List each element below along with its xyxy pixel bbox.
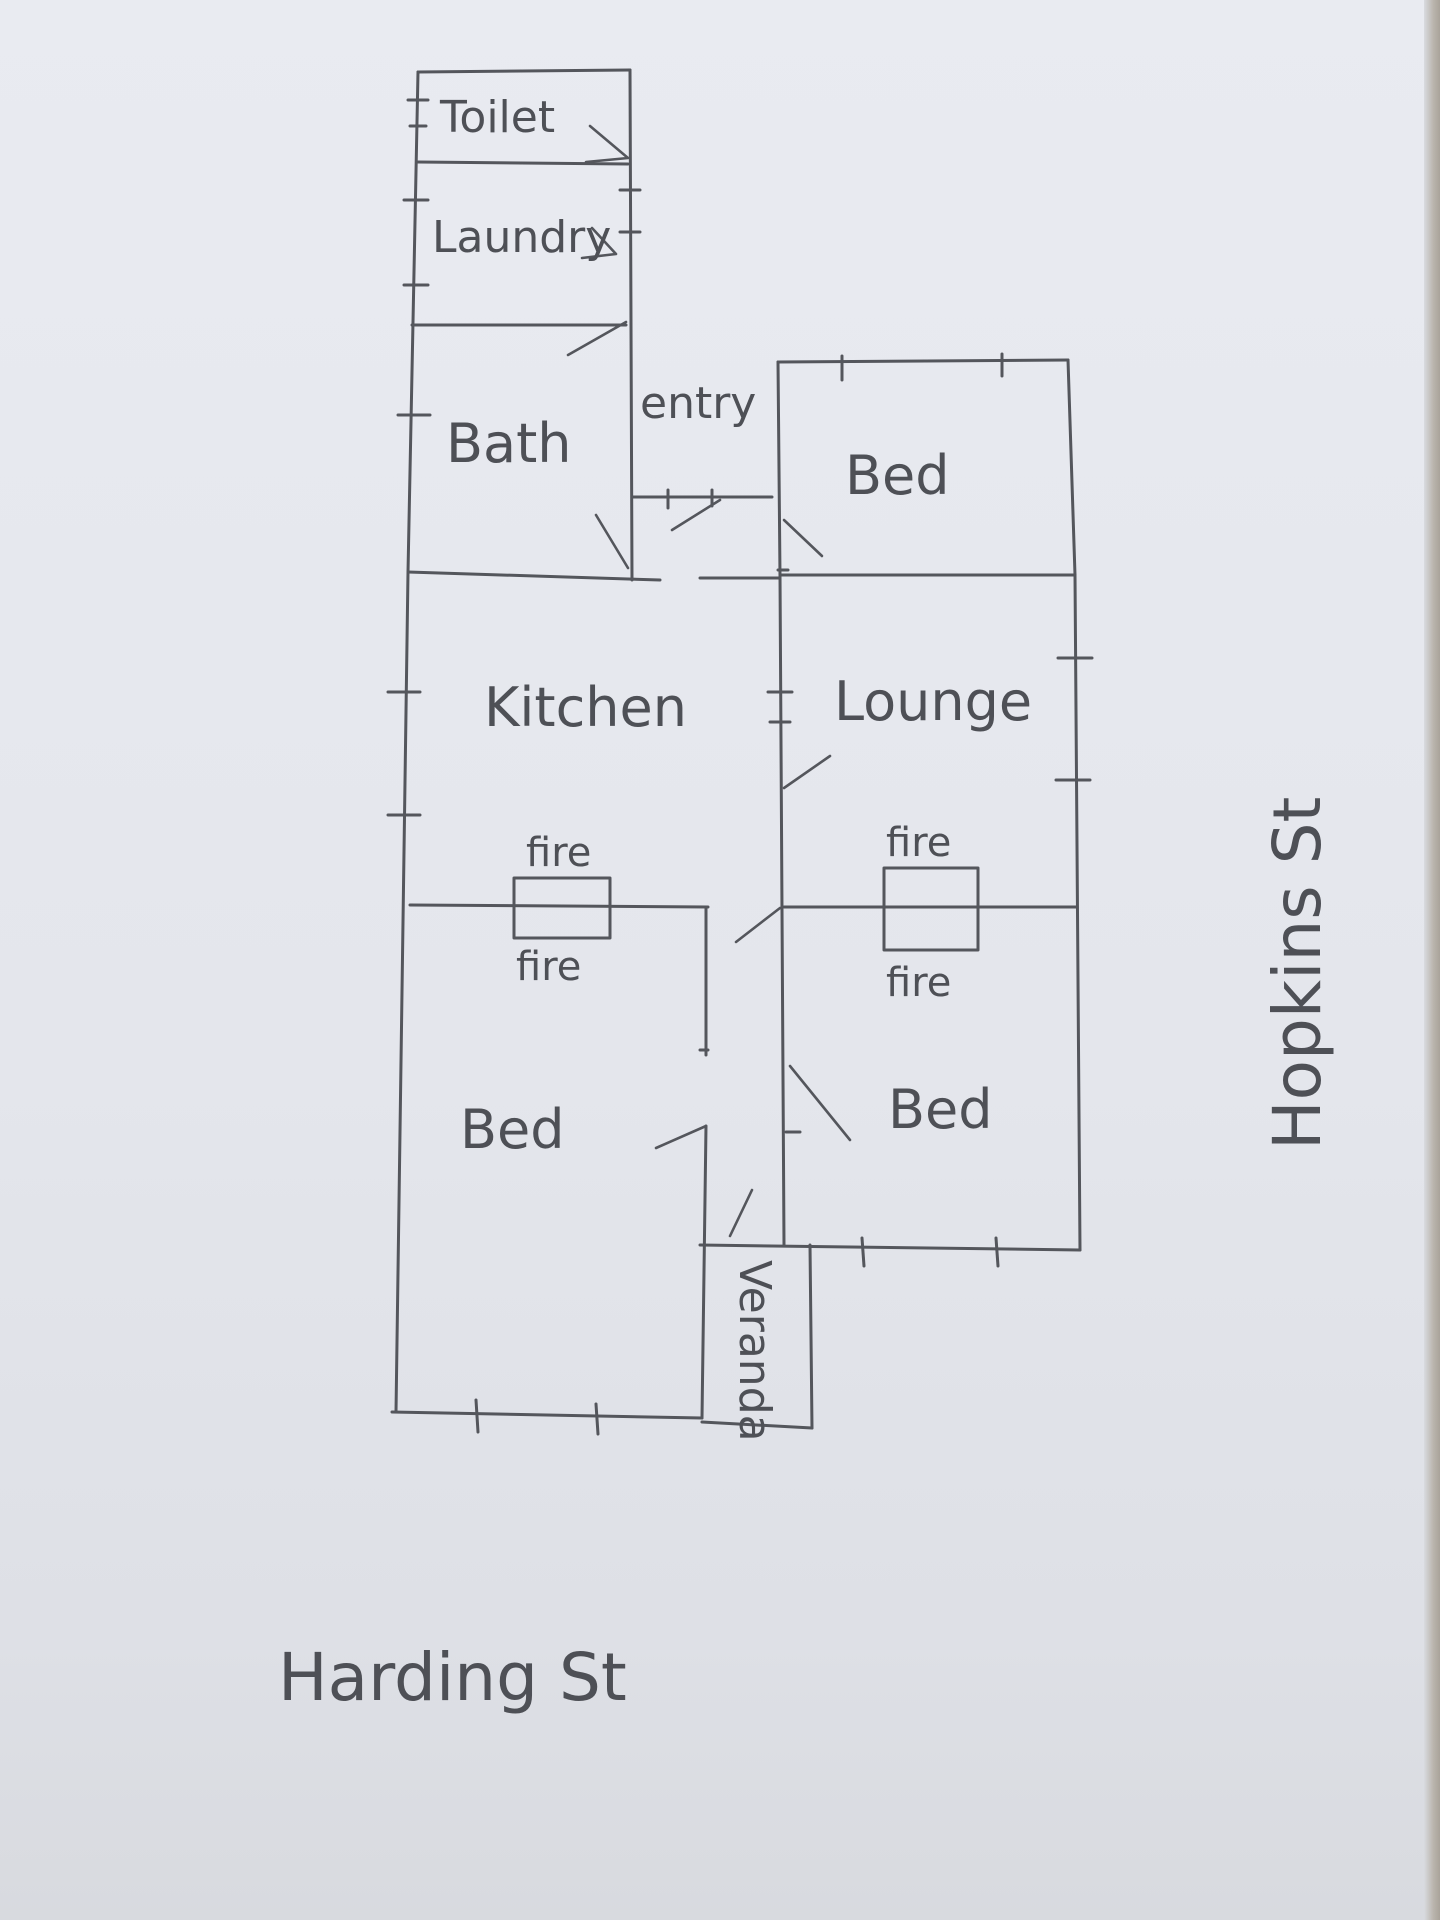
window-marks xyxy=(386,98,1094,1436)
wall-service-left xyxy=(406,70,420,574)
wall-bed1-top xyxy=(776,358,1070,364)
fireplace-left xyxy=(512,876,612,940)
label-entry: entry xyxy=(640,378,756,429)
window-mark xyxy=(594,1402,600,1436)
label-bed-bottom-left: Bed xyxy=(460,1098,565,1161)
door-bed-left xyxy=(654,1124,708,1150)
label-fire-right-bottom: fire xyxy=(886,960,951,1006)
label-kitchen: Kitchen xyxy=(484,676,687,739)
door-bed-right xyxy=(788,1064,852,1142)
wall-right-outer xyxy=(1073,573,1082,1252)
door-hall xyxy=(734,906,782,944)
door-entry xyxy=(670,498,722,532)
wall-left-outer xyxy=(394,570,410,1414)
walls xyxy=(390,68,1082,1430)
label-bath: Bath xyxy=(446,412,572,475)
wall-center xyxy=(778,573,786,1247)
wall-kitchen-bed xyxy=(408,903,710,909)
door-veranda xyxy=(728,1188,754,1238)
window-mark xyxy=(860,1236,866,1268)
door-bath xyxy=(566,320,628,357)
wall-toilet-laundry xyxy=(416,160,630,166)
wall-bed-left-bottom xyxy=(390,1410,704,1420)
label-fire-left-bottom: fire xyxy=(516,944,581,990)
wall-bed1-left xyxy=(776,360,782,577)
wall-veranda-bottom xyxy=(700,1420,814,1430)
wall-bed1-right xyxy=(1066,358,1077,577)
wall-veranda-right xyxy=(808,1243,814,1430)
label-bed-top-right: Bed xyxy=(845,444,950,507)
label-fire-left-top: fire xyxy=(526,830,591,876)
label-veranda: Veranda xyxy=(729,1260,780,1442)
wall-toilet-top xyxy=(416,68,632,74)
label-laundry: Laundry xyxy=(432,212,611,263)
wall-bath-bottom xyxy=(406,570,662,582)
wall-bed-right-bottom xyxy=(698,1243,1082,1252)
label-toilet: Toilet xyxy=(439,92,555,143)
door-toilet xyxy=(584,124,630,164)
label-lounge: Lounge xyxy=(834,670,1032,733)
wall-hall-lower xyxy=(700,1124,708,1420)
door-bed1 xyxy=(782,518,824,558)
window-mark xyxy=(994,1236,1000,1268)
door-lounge xyxy=(782,754,832,790)
door-bath-lower xyxy=(594,513,630,570)
label-street-harding: Harding St xyxy=(278,1639,627,1716)
window-mark xyxy=(474,1398,480,1434)
label-street-hopkins: Hopkins St xyxy=(1259,797,1336,1150)
door-laundry xyxy=(580,226,618,260)
fireplace-right xyxy=(882,866,980,952)
door-swings xyxy=(566,124,852,1238)
label-fire-right-top: fire xyxy=(886,820,951,866)
wall-service-right xyxy=(628,68,634,582)
label-bed-bottom-right: Bed xyxy=(888,1078,993,1141)
table-edge xyxy=(1424,0,1440,1920)
